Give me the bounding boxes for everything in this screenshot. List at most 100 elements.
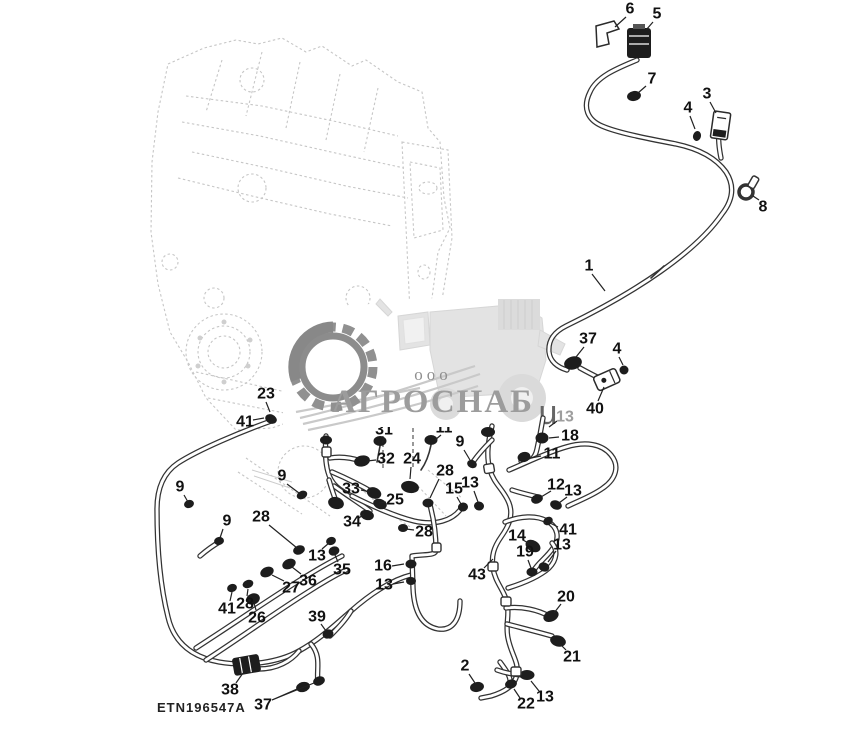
- callout-leader: [559, 643, 567, 651]
- callout-leader: [252, 417, 265, 421]
- callout-leader: [268, 524, 298, 549]
- tube-core: [547, 58, 734, 372]
- callout-leader: [530, 680, 540, 692]
- callout-leader: [271, 574, 285, 582]
- callout-label-15: 15: [445, 481, 463, 498]
- callout-leader: [575, 346, 585, 358]
- callout-leader: [530, 455, 542, 459]
- watermark-company-text: АГРОСНАБ: [332, 384, 534, 420]
- callout-label-11: 11: [436, 420, 453, 437]
- callout-leader: [709, 101, 717, 114]
- connector-40: [592, 368, 621, 392]
- callout-label-28: 28: [436, 463, 454, 480]
- callout-label-2: 2: [461, 658, 470, 675]
- callout-label-8: 8: [759, 199, 768, 216]
- callout-leader: [558, 496, 568, 504]
- callout-label-9: 9: [176, 479, 185, 496]
- tube-core: [507, 442, 618, 508]
- callout-label-37: 37: [254, 697, 272, 714]
- callout-label-28: 28: [415, 524, 433, 541]
- callout-leader: [689, 115, 696, 130]
- callout-label-4: 4: [684, 100, 693, 117]
- callout-leader: [614, 16, 627, 28]
- callout-leader: [378, 501, 387, 504]
- callout-label-26: 26: [248, 610, 266, 627]
- callout-leader: [752, 195, 760, 201]
- callout-label-9: 9: [223, 513, 232, 530]
- callout-leader: [253, 602, 257, 611]
- callout-leader: [618, 356, 624, 366]
- callout-leader: [405, 528, 415, 531]
- callout-label-24: 24: [403, 451, 421, 468]
- callout-leader: [366, 459, 377, 462]
- callout-label-9: 9: [456, 434, 465, 451]
- callout-leader: [246, 588, 249, 597]
- tube-core: [155, 418, 413, 666]
- callout-leader: [547, 550, 557, 563]
- callout-leader: [183, 494, 189, 503]
- callout-leader: [483, 558, 494, 569]
- callout-label-3: 3: [703, 86, 712, 103]
- watermark-swoosh: [295, 364, 481, 432]
- callout-leader: [549, 522, 559, 528]
- callout-label-13: 13: [553, 537, 571, 554]
- callout-label-31: 31: [375, 422, 393, 439]
- callout-label-41: 41: [559, 522, 577, 539]
- ring-terminal-8: [737, 175, 760, 201]
- connector-38: [232, 654, 261, 676]
- tube-core: [505, 622, 554, 638]
- callout-label-1: 1: [585, 258, 594, 275]
- callout-label-13: 13: [308, 548, 326, 565]
- tube-core: [257, 649, 301, 671]
- callout-leader: [434, 434, 442, 441]
- callout-label-21: 21: [563, 649, 581, 666]
- callout-leader: [553, 603, 562, 614]
- callout-leader: [381, 437, 385, 444]
- callout-leader: [513, 688, 521, 699]
- callout-label-12: 12: [547, 477, 565, 494]
- callout-label-5: 5: [653, 6, 662, 23]
- callout-label-13: 13: [564, 483, 582, 500]
- callout-leader: [392, 581, 405, 585]
- tube-core: [410, 503, 462, 631]
- callout-label-39: 39: [308, 609, 326, 626]
- callout-label-41: 41: [218, 601, 236, 618]
- connector-blobs: [184, 20, 760, 693]
- callout-label-38: 38: [221, 682, 239, 699]
- callout-leader: [271, 682, 315, 701]
- callout-leader: [321, 542, 330, 550]
- callout-leader: [235, 672, 244, 684]
- callout-label-23: 23: [257, 386, 275, 403]
- callout-leader: [334, 554, 339, 563]
- callout-label-40: 40: [586, 401, 604, 418]
- callout-label-22: 22: [517, 696, 535, 713]
- callout-leader: [473, 490, 479, 503]
- callout-leader: [456, 496, 462, 505]
- tube-core: [503, 515, 559, 572]
- callout-layer-partial: 31 11: [375, 420, 453, 444]
- harness-lines: [154, 57, 735, 701]
- bracket-6: [595, 20, 621, 48]
- callout-label-18: 18: [561, 428, 579, 445]
- callout-leader: [219, 528, 224, 539]
- callout-leader: [360, 489, 371, 493]
- callout-label-43: 43: [468, 567, 486, 584]
- callout-leader: [358, 513, 365, 519]
- callout-label-7: 7: [648, 71, 657, 88]
- callout-label-6: 6: [626, 1, 635, 18]
- callout-leader: [391, 563, 405, 567]
- callout-label-34: 34: [343, 514, 361, 531]
- watermark: ооо АГРОСНАБ u: [283, 287, 566, 440]
- callout-label-41: 41: [236, 414, 254, 431]
- callout-leader: [591, 273, 606, 292]
- callout-label-19: 19: [516, 544, 534, 561]
- callout-leader: [527, 559, 532, 569]
- callout-label-28: 28: [236, 596, 254, 613]
- callout-label-27: 27: [282, 580, 300, 597]
- callout-label-14: 14: [508, 528, 526, 545]
- callout-leader: [291, 566, 302, 575]
- watermark-gear-icon: [288, 321, 378, 412]
